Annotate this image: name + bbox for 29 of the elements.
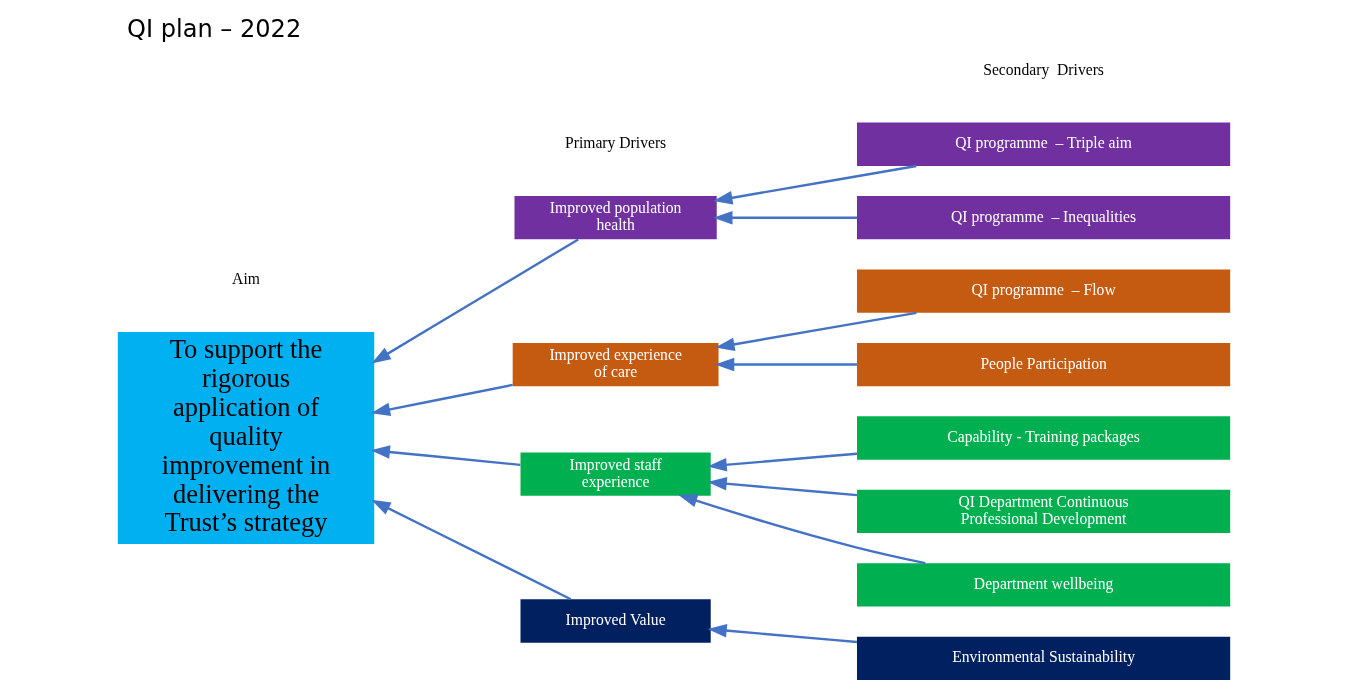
node-box: QI Department Continuous Professional Development <box>856 489 1230 534</box>
arrow <box>370 383 513 417</box>
arrow <box>706 452 857 472</box>
arrow <box>706 623 857 644</box>
arrow <box>677 494 926 565</box>
label: Aim <box>231 270 260 288</box>
node-box: QI programme – Inequalities <box>856 196 1230 240</box>
arrow <box>370 445 520 467</box>
arrow <box>712 210 857 225</box>
node-box: QI programme – Triple aim <box>856 122 1230 166</box>
label: Primary Drivers <box>564 134 666 152</box>
node-box: QI programme – Flow <box>856 269 1230 313</box>
arrow <box>706 477 857 497</box>
node-box: Improved population health <box>514 196 717 240</box>
node-box: Department wellbeing <box>856 563 1230 607</box>
arrow <box>712 164 917 205</box>
node-box: Improved staff experience <box>520 452 711 496</box>
node-box: Environmental Sustainability <box>856 636 1230 680</box>
arrow <box>714 311 917 351</box>
arrow <box>714 357 857 372</box>
diagram-title: QI plan – 2022 <box>126 15 301 44</box>
node-box: Capability - Training packages <box>856 416 1230 460</box>
node-box: Improved Value <box>520 599 711 643</box>
node-box: Improved experience of care <box>512 342 719 387</box>
node-box: People Participation <box>856 342 1230 387</box>
node-box: To support the rigorous application of quality improvement in delivering the Trust’s strategy <box>117 332 374 544</box>
arrow <box>371 238 579 364</box>
arrow <box>370 499 571 601</box>
label: Secondary Drivers <box>982 60 1104 78</box>
